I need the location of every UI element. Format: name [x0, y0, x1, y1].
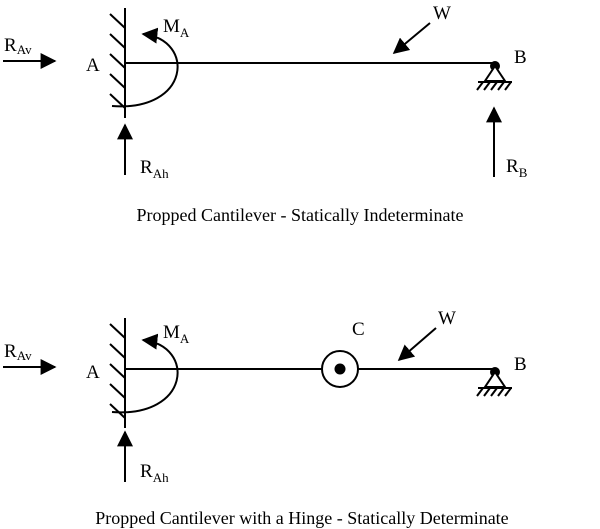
moment-label: MA	[163, 322, 190, 346]
load-arrow	[392, 22, 431, 55]
pin-support-b	[476, 61, 512, 91]
reaction-ah-label: RAh	[140, 157, 169, 181]
diagram-1: RAv A MA RAh W B RB Propped Cantilever -…	[3, 3, 528, 225]
point-b-label: B	[514, 354, 527, 375]
caption-1: Propped Cantilever - Statically Indeterm…	[137, 205, 464, 225]
load-label: W	[433, 3, 451, 24]
point-a-label: A	[86, 362, 100, 383]
fixed-support-a	[109, 8, 126, 118]
reaction-ah-label: RAh	[140, 461, 169, 485]
moment-label: MA	[163, 16, 190, 40]
fixed-support-a	[109, 318, 126, 428]
point-b-label: B	[514, 47, 527, 68]
hinge-c	[321, 350, 359, 388]
moment-arrow	[111, 27, 179, 108]
load-arrow	[397, 327, 437, 362]
reaction-av-label: RAv	[4, 341, 32, 363]
point-a-label: A	[86, 55, 100, 76]
diagram-2: RAv A MA RAh C W B Propped Cantilever wi…	[3, 308, 527, 528]
load-label: W	[438, 308, 456, 329]
point-c-label: C	[352, 319, 365, 340]
reaction-b-label: RB	[506, 156, 528, 180]
pin-support-b	[476, 367, 512, 397]
reaction-av-label: RAv	[4, 35, 32, 57]
moment-arrow	[111, 333, 179, 414]
caption-2: Propped Cantilever with a Hinge - Static…	[95, 508, 508, 528]
